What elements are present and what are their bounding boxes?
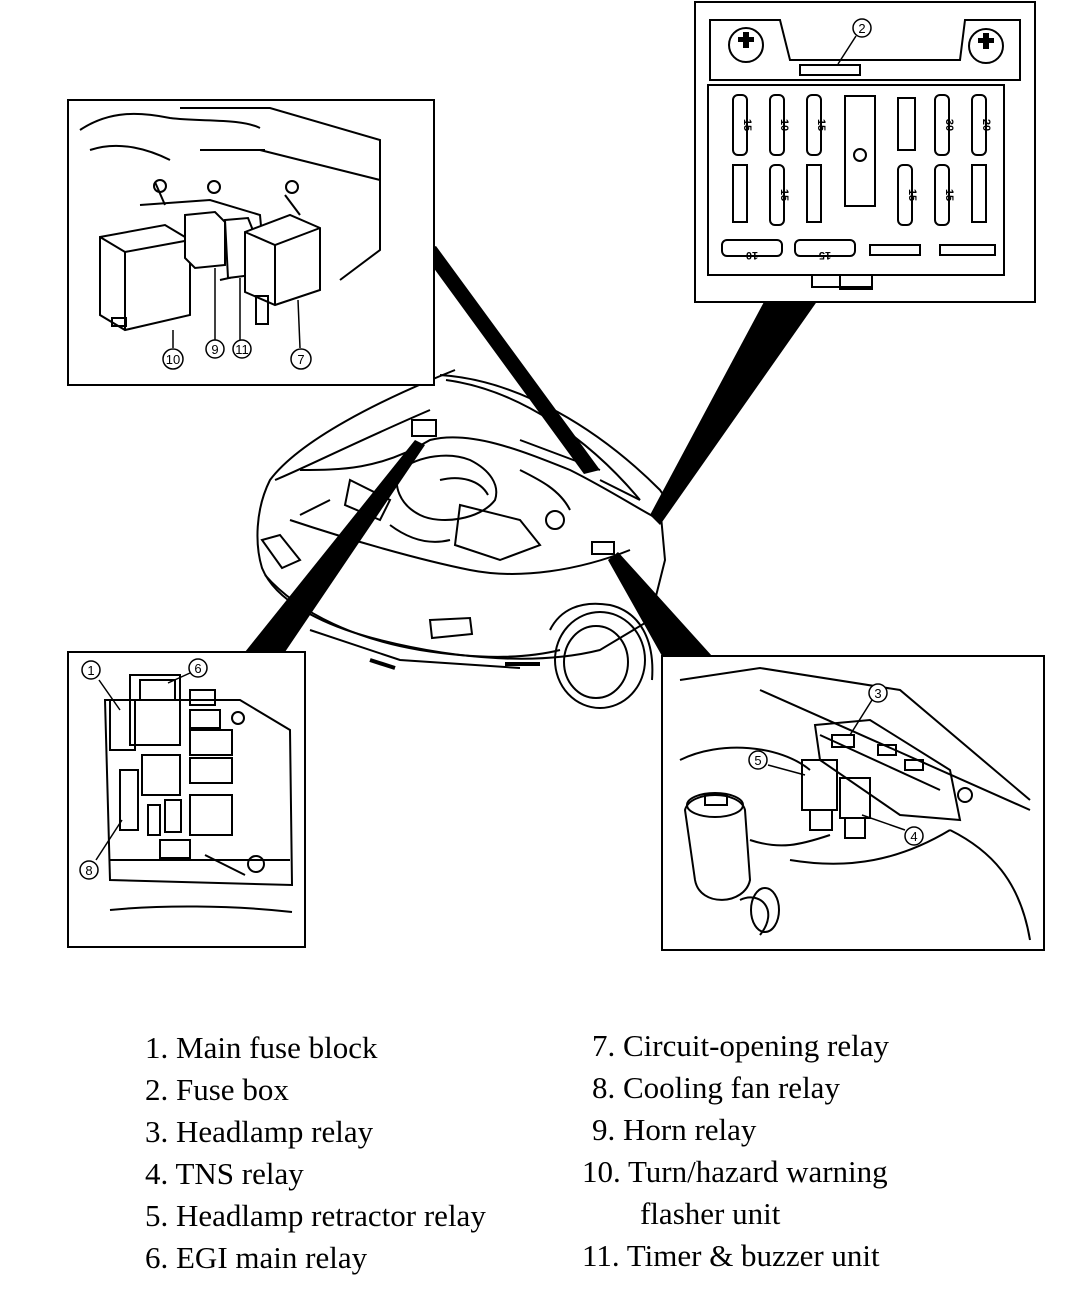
fuse-rating-6: 15 (778, 189, 790, 201)
fuse-rating-5: 20 (980, 119, 992, 131)
inset-main-fuse-block: 1 6 8 (67, 651, 306, 948)
legend-item-10: 10. Turn/hazard warning (582, 1154, 888, 1189)
leader-wedge-fusebox (650, 300, 818, 525)
callout-11: 11 (235, 342, 249, 357)
component-location-diagram: 10 9 11 7 (67, 1, 1045, 951)
callout-1: 1 (87, 663, 94, 678)
legend-item-5: 5. Headlamp retractor relay (145, 1198, 486, 1233)
callout-2: 2 (858, 21, 865, 36)
callout-9: 9 (211, 342, 218, 357)
component-legend: 1. Main fuse block 2. Fuse box 3. Headla… (0, 1020, 1088, 1290)
callout-10: 10 (166, 352, 180, 367)
legend-item-11: 11. Timer & buzzer unit (582, 1238, 880, 1273)
legend-item-8: 8. Cooling fan relay (592, 1070, 840, 1105)
fuse-rating-9: 10 (746, 249, 758, 261)
callout-6: 6 (194, 661, 201, 676)
callout-4: 4 (910, 829, 917, 844)
inset-relay-group: 10 9 11 7 (67, 99, 435, 386)
fuse-rating-2: 10 (778, 119, 790, 131)
legend-item-1: 1. Main fuse block (145, 1030, 378, 1065)
fuse-rating-7: 15 (906, 189, 918, 201)
inset-fuse-box: 15 10 15 30 20 15 15 15 10 15 2 (694, 1, 1036, 303)
legend-item-2: 2. Fuse box (145, 1072, 289, 1107)
fuse-rating-4: 30 (943, 119, 955, 131)
legend-item-3: 3. Headlamp relay (145, 1114, 374, 1149)
legend-item-6: 6. EGI main relay (145, 1240, 368, 1275)
callout-5: 5 (754, 753, 761, 768)
car-illustration (256, 369, 671, 709)
leader-wedge-headlamp-relays (608, 552, 712, 656)
legend-item-4: 4. TNS relay (145, 1156, 304, 1191)
fuse-rating-10: 15 (819, 249, 831, 261)
callout-3: 3 (874, 686, 881, 701)
leader-wedge-main-fuse (245, 440, 425, 652)
fuse-rating-1: 15 (741, 119, 753, 131)
legend-item-7: 7. Circuit-opening relay (592, 1028, 889, 1063)
callout-8: 8 (85, 863, 92, 878)
inset-headlamp-relays: 3 5 4 (661, 655, 1045, 951)
leader-wedge-relays (422, 246, 600, 474)
callout-7: 7 (297, 352, 304, 367)
legend-item-9: 9. Horn relay (592, 1112, 757, 1147)
fuse-rating-3: 15 (815, 119, 827, 131)
legend-item-10-cont: flasher unit (640, 1196, 781, 1231)
fuse-rating-8: 15 (943, 189, 955, 201)
